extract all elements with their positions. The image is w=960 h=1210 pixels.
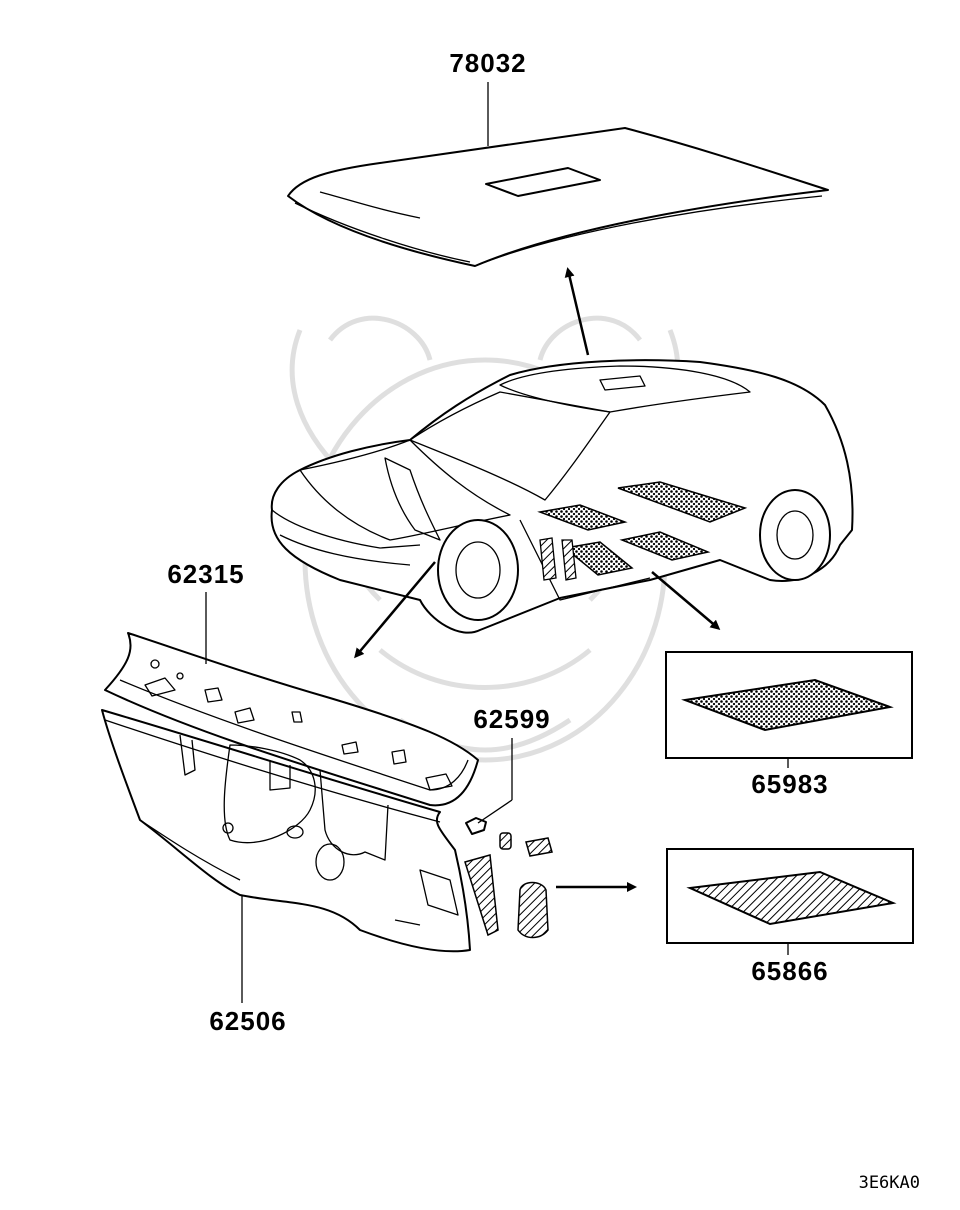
arrow-to-dash-panel	[354, 561, 436, 659]
small-silencer-parts[interactable]	[464, 817, 553, 939]
arrows	[354, 267, 721, 892]
floor-silencer-box[interactable]	[665, 651, 913, 759]
label-65983: 65983	[751, 769, 828, 799]
label-65866: 65866	[751, 956, 828, 986]
label-62506: 62506	[209, 1006, 286, 1036]
leader-lines	[205, 82, 789, 1003]
cowl-top-panel[interactable]	[104, 632, 479, 807]
pad-65866-box[interactable]	[666, 848, 914, 944]
label-62315: 62315	[167, 559, 244, 589]
arrow-to-headliner	[564, 267, 590, 356]
label-78032: 78032	[449, 48, 526, 78]
roof-headliner[interactable]	[287, 127, 829, 267]
label-62599: 62599	[473, 704, 550, 734]
dash-panel[interactable]	[101, 709, 471, 953]
arrow-to-floor-silencer	[651, 571, 721, 630]
diagram-code: 3E6KA0	[859, 1173, 920, 1193]
car-body	[270, 359, 854, 634]
